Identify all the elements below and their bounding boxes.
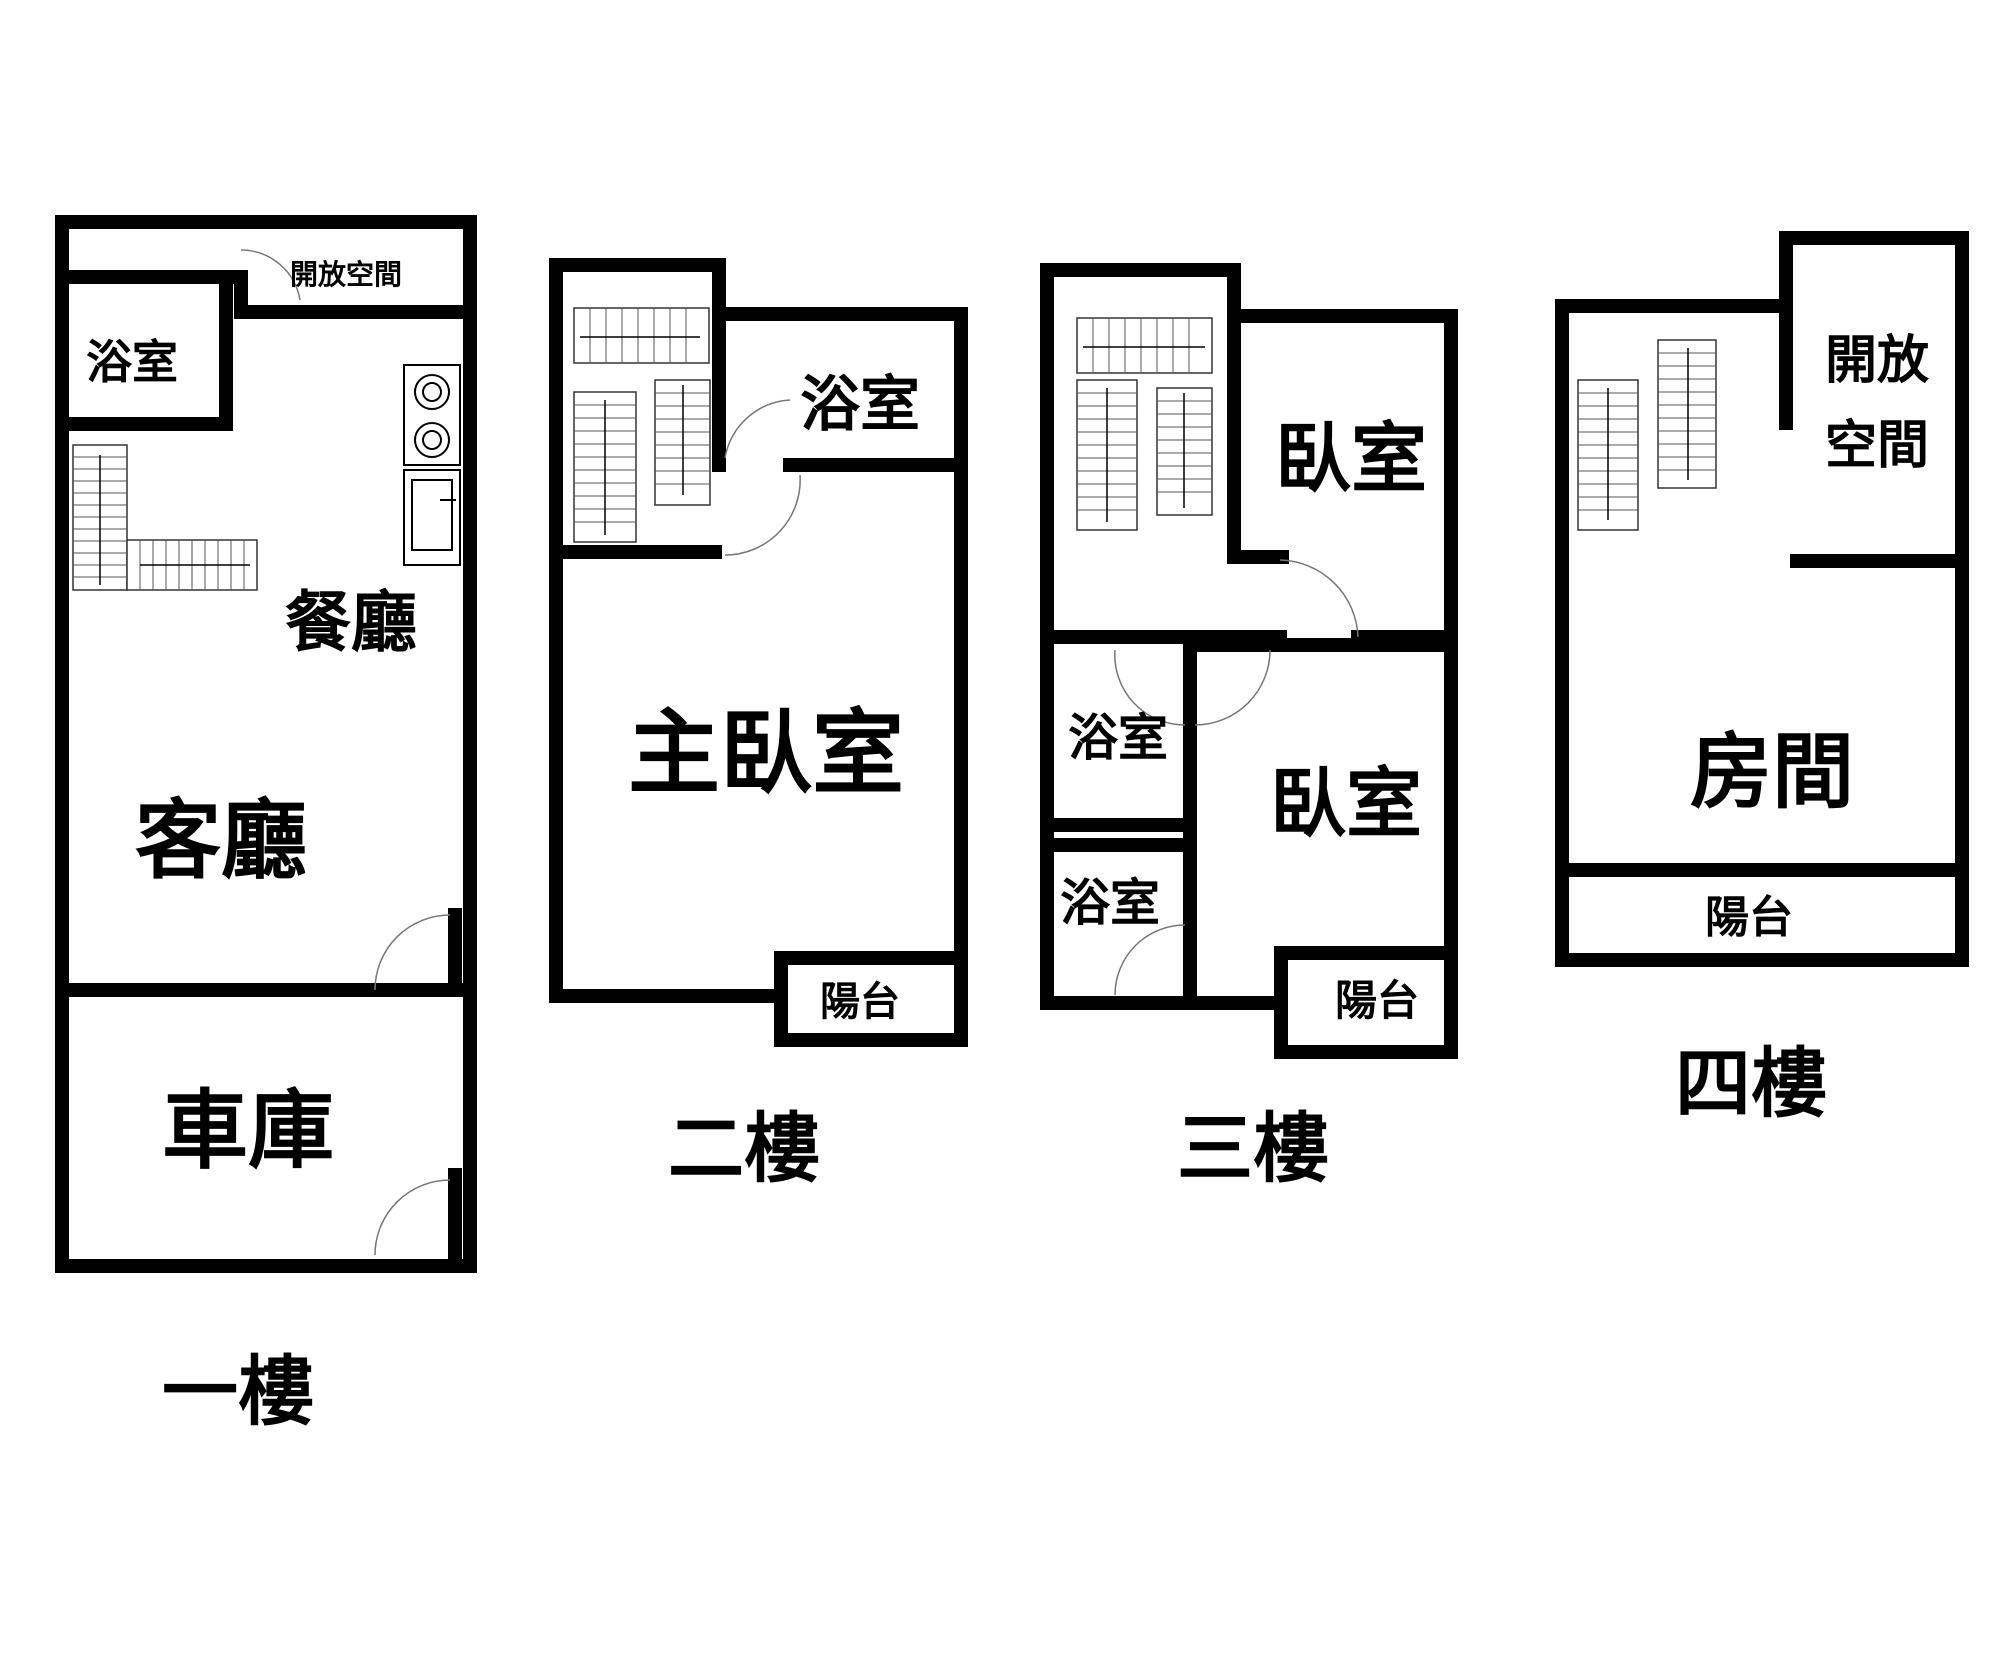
room-label-bathroom-2: 浴室 xyxy=(1060,874,1160,932)
room-label-bathroom: 浴室 xyxy=(800,370,920,440)
floor-title-3: 三樓 xyxy=(1177,1104,1329,1193)
floor-4-plan: 開放 空間 房間 陽台 xyxy=(1555,231,1969,967)
room-label-dining: 餐廳 xyxy=(285,584,417,661)
floor-title-4: 四樓 xyxy=(1675,1039,1827,1128)
sink-icon xyxy=(403,469,461,566)
room-label-open-space-line2: 空間 xyxy=(1825,416,1929,476)
door-arc xyxy=(1279,559,1359,638)
room-label-open-space-line1: 開放 xyxy=(1825,331,1929,391)
door-arc xyxy=(724,399,791,459)
floor-1-walls xyxy=(55,215,477,1273)
stove-icon xyxy=(403,364,461,466)
room-label-bathroom-1: 浴室 xyxy=(1068,709,1168,767)
room-label-balcony: 陽台 xyxy=(1705,892,1793,943)
room-label-balcony: 陽台 xyxy=(1335,976,1419,1025)
floor-title-1: 一樓 xyxy=(162,1347,314,1436)
room-label-balcony: 陽台 xyxy=(820,979,900,1025)
room-label-living: 客廳 xyxy=(135,791,307,891)
floor-2-plan: 浴室 主臥室 陽台 xyxy=(549,258,968,1047)
door-arc xyxy=(1114,649,1186,726)
door-arc xyxy=(1194,649,1271,726)
door-arc xyxy=(240,249,301,301)
room-label-bedroom-top: 臥室 xyxy=(1275,414,1427,503)
room-label-room: 房間 xyxy=(1690,725,1854,820)
room-label-garage: 車庫 xyxy=(162,1081,334,1181)
door-arc xyxy=(374,1179,451,1256)
floor-title-2: 二樓 xyxy=(668,1104,820,1193)
floor-2-walls xyxy=(549,258,968,1047)
floor-3-walls xyxy=(1040,263,1458,1059)
staircase-icon xyxy=(1076,317,1213,531)
room-label-master-bedroom: 主臥室 xyxy=(628,700,904,807)
door-arc xyxy=(724,474,801,556)
room-label-bathroom: 浴室 xyxy=(86,335,178,389)
floor-4-walls xyxy=(1555,231,1969,967)
door-arc xyxy=(374,914,451,991)
room-label-bedroom-bottom: 臥室 xyxy=(1270,759,1422,848)
floor-3-plan: 臥室 浴室 浴室 臥室 陽台 xyxy=(1040,263,1458,1059)
floor-1-plan: 開放空間 浴室 餐廳 客廳 車庫 xyxy=(55,215,477,1273)
staircase-icon xyxy=(573,307,711,543)
room-label-open-space: 開放空間 xyxy=(290,258,402,291)
door-arc xyxy=(1114,924,1186,996)
staircase-icon xyxy=(1577,339,1717,531)
staircase-icon xyxy=(72,444,258,591)
